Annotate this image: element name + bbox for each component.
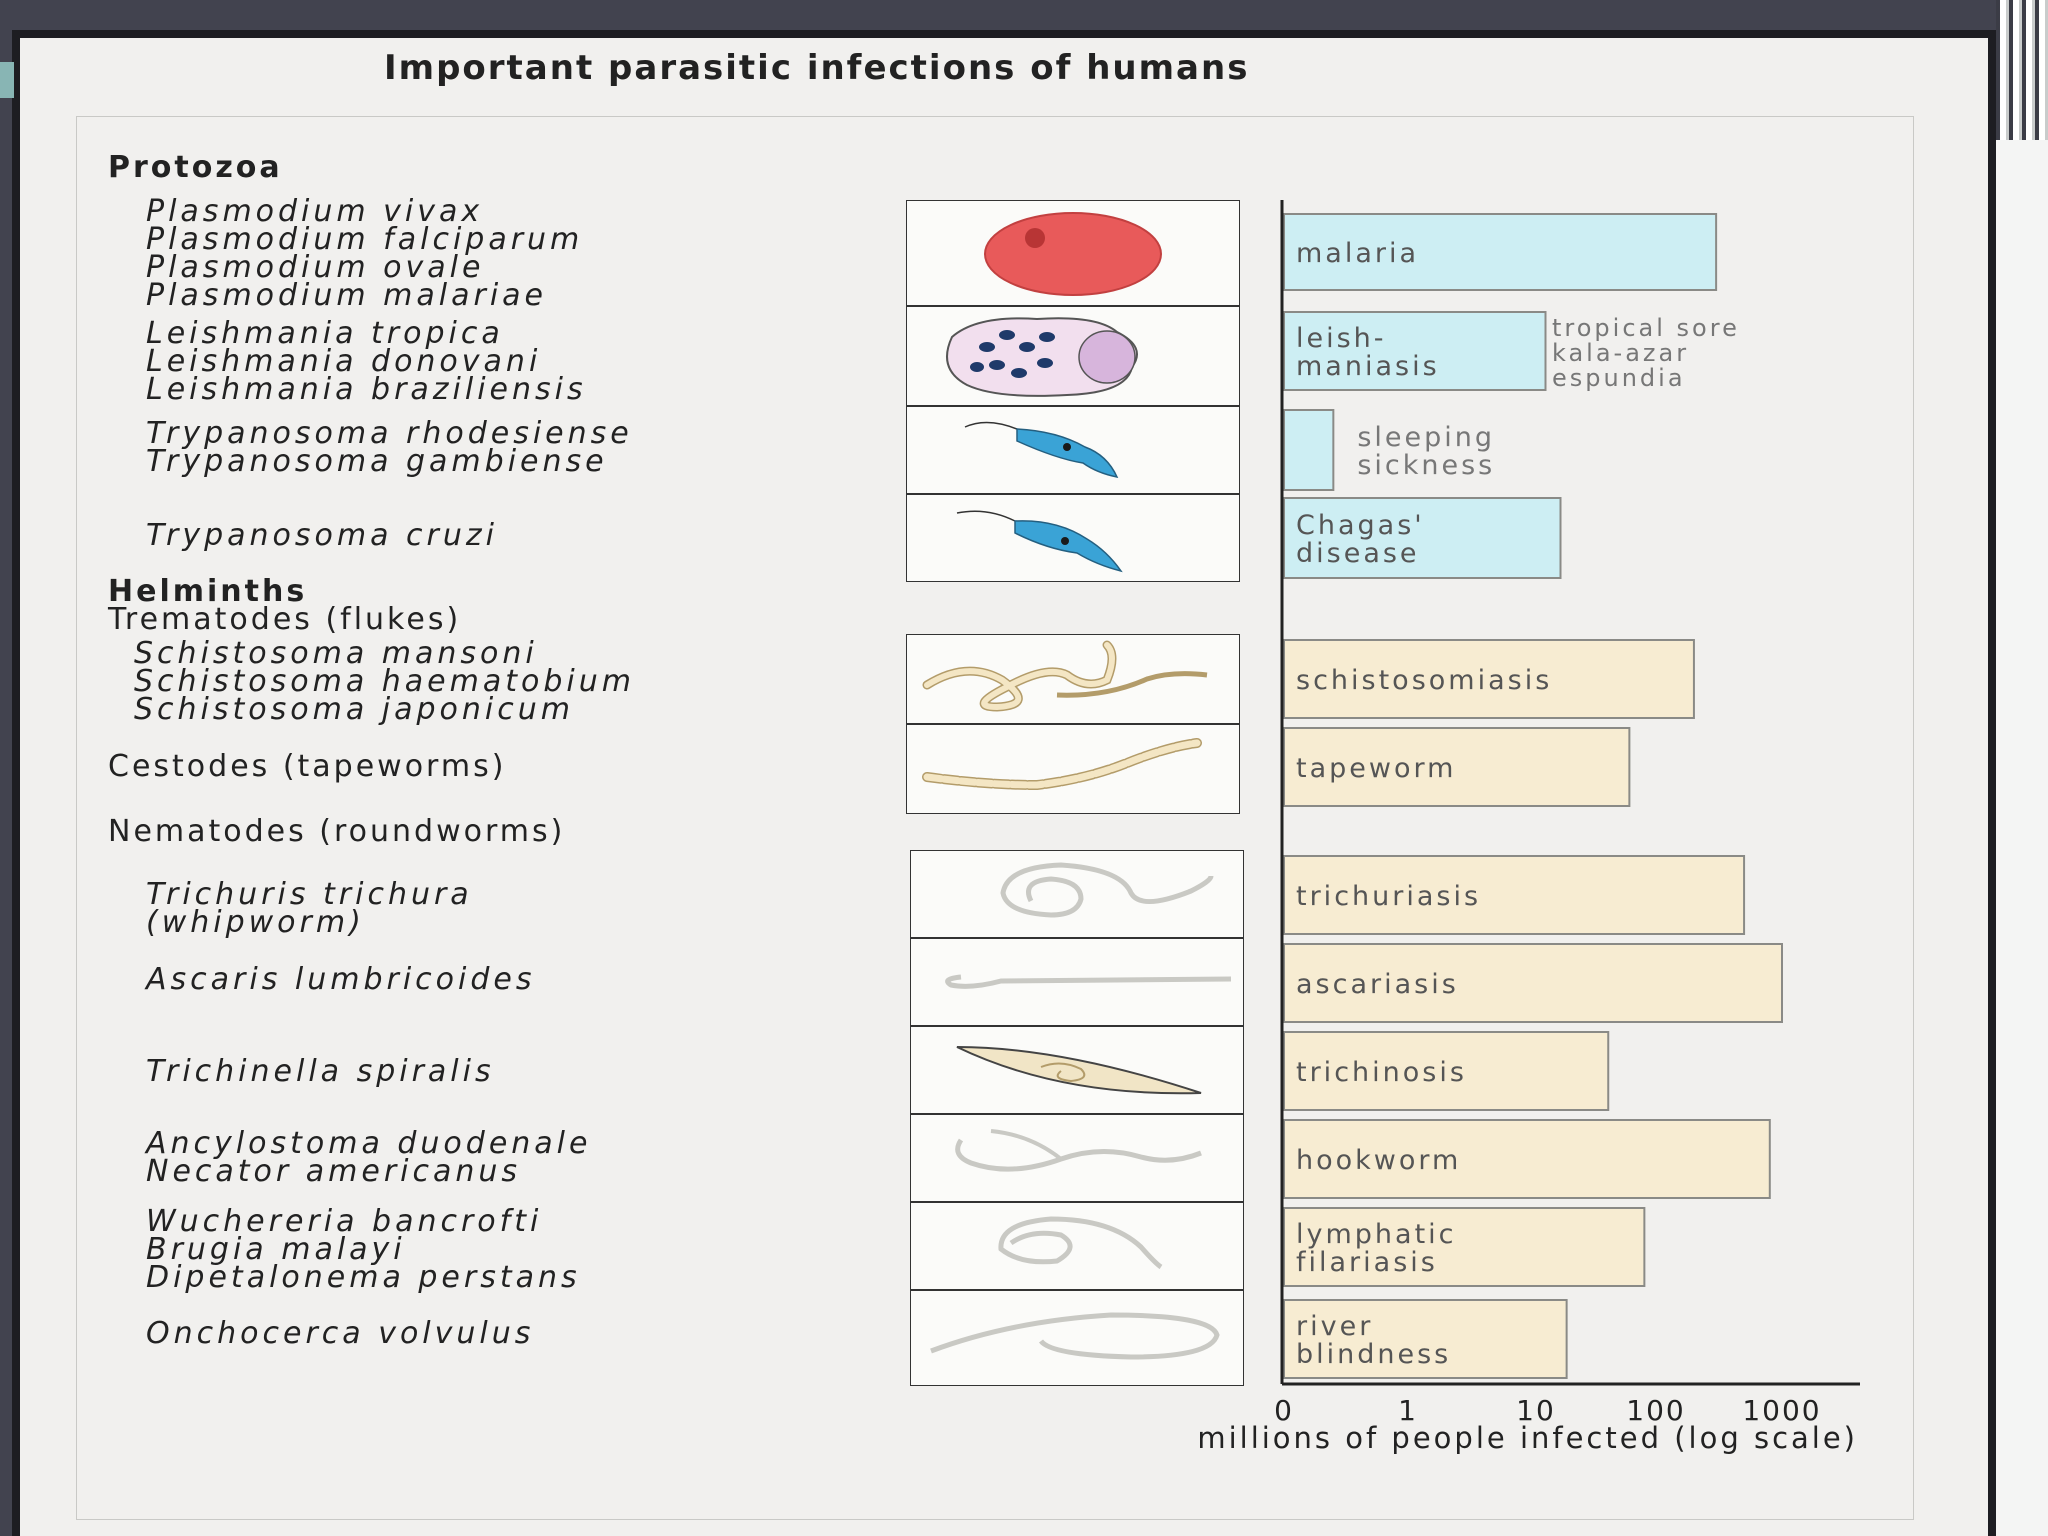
species-ascaris-lumbricoides: Ascaris lumbricoides — [146, 962, 536, 997]
group-trematodes: Trematodes (flukes) — [108, 602, 462, 637]
bar-label: trichuriasis — [1296, 881, 1481, 912]
bar-chagas-disease — [1283, 497, 1562, 579]
species-whipworm: (whipworm) — [146, 905, 365, 940]
species-trichuris-trichura: Trichuris trichura — [146, 877, 473, 912]
right-edge-stripes — [1996, 0, 2048, 140]
bar-label: disease — [1296, 538, 1420, 569]
species-leishmania-braziliensis: Leishmania braziliensis — [146, 372, 587, 407]
bar-label: river — [1296, 1311, 1373, 1342]
illustration-red-blood-cell — [906, 200, 1240, 306]
species-necator-americanus: Necator americanus — [146, 1154, 522, 1189]
bar-sleeping-sickness — [1283, 409, 1335, 491]
bar-label: tapeworm — [1296, 753, 1456, 784]
illustration-filaria — [910, 1202, 1244, 1290]
species-trypanosoma-gambiense: Trypanosoma gambiense — [146, 444, 608, 479]
side-note-disease: tropical sore — [1552, 314, 1740, 342]
bar-label: maniasis — [1296, 351, 1440, 382]
right-edge-panel — [1996, 0, 2048, 1536]
species-trypanosoma-rhodesiense: Trypanosoma rhodesiense — [146, 416, 633, 451]
bar-leish-maniasis — [1283, 311, 1547, 391]
bar-label: Chagas' — [1296, 510, 1425, 541]
side-note-disease: espundia — [1552, 364, 1686, 392]
bar-label: schistosomiasis — [1296, 665, 1552, 696]
species-trypanosoma-cruzi: Trypanosoma cruzi — [146, 518, 498, 553]
species-trichinella-spiralis: Trichinella spiralis — [146, 1054, 495, 1089]
bar-label: blindness — [1296, 1339, 1451, 1370]
bar-ascariasis — [1283, 943, 1783, 1023]
hookworm-icon — [955, 1129, 1202, 1172]
illustration-hookworm — [910, 1114, 1244, 1202]
onchocerca-worm-icon — [930, 1312, 1220, 1360]
figure-frame — [76, 116, 1914, 1520]
illustration-whipworm — [910, 850, 1244, 938]
trypanosome-icon — [964, 421, 1119, 479]
macrophage-icon — [946, 317, 1138, 397]
trypanosome-cruzi-icon — [956, 510, 1123, 573]
bar-trichuriasis — [1283, 855, 1746, 935]
species-plasmodium-ovale: Plasmodium ovale — [146, 250, 485, 285]
species-onchocerca-volvulus: Onchocerca volvulus — [146, 1316, 535, 1351]
illustration-trypanosoma-african — [906, 406, 1240, 494]
bar-tapeworm — [1283, 727, 1631, 807]
species-dipetalonema-perstans: Dipetalonema perstans — [146, 1260, 581, 1295]
red-blood-cell-icon — [984, 212, 1162, 296]
tapeworm-icon — [922, 738, 1202, 791]
species-schistosoma-mansoni: Schistosoma mansoni — [134, 636, 538, 671]
group-helminths: Helminths — [108, 574, 308, 609]
side-note-disease: kala-azar — [1552, 339, 1689, 367]
x-tick-label: 10 — [1516, 1394, 1556, 1427]
species-plasmodium-malariae: Plasmodium malariae — [146, 278, 548, 313]
x-tick-label: 0 — [1274, 1394, 1294, 1427]
illustration-onchocerca — [910, 1290, 1244, 1386]
bar-trichinosis — [1283, 1031, 1610, 1111]
bar-label: trichinosis — [1296, 1057, 1467, 1088]
bar-hookworm — [1283, 1119, 1771, 1199]
fluke-worm-icon — [922, 640, 1208, 712]
species-plasmodium-vivax: Plasmodium vivax — [146, 194, 484, 229]
illustration-tapeworm — [906, 724, 1240, 814]
x-tick-label: 1 — [1398, 1394, 1418, 1427]
bar-lymphatic-filariasis — [1283, 1207, 1646, 1287]
whipworm-icon — [1000, 862, 1214, 918]
x-tick-label: 1000 — [1742, 1394, 1821, 1427]
bar-label: malaria — [1296, 238, 1419, 269]
illustration-trypanosoma-cruzi — [906, 494, 1240, 582]
bar-river-blindness — [1283, 1299, 1568, 1379]
species-leishmania-donovani: Leishmania donovani — [146, 344, 542, 379]
group-protozoa: Protozoa — [108, 150, 283, 185]
bar-label: sickness — [1357, 450, 1495, 481]
species-schistosoma-japonicum: Schistosoma japonicum — [134, 692, 574, 727]
roundworm-icon — [945, 974, 1232, 989]
group-nematodes: Nematodes (roundworms) — [108, 814, 566, 849]
bar-label: filariasis — [1296, 1247, 1438, 1278]
trichinella-cyst-icon — [956, 1046, 1202, 1095]
bar-schistosomiasis — [1283, 639, 1695, 719]
x-axis-label: millions of people infected (log scale) — [1197, 1421, 1858, 1455]
species-wuchereria-bancrofti: Wuchereria bancrofti — [146, 1204, 543, 1239]
group-cestodes: Cestodes (tapeworms) — [108, 749, 507, 784]
species-plasmodium-falciparum: Plasmodium falciparum — [146, 222, 584, 257]
bar-label: leish- — [1296, 323, 1387, 354]
species-schistosoma-haematobium: Schistosoma haematobium — [134, 664, 635, 699]
bar-malaria — [1283, 213, 1718, 291]
filarial-worm-icon — [998, 1216, 1163, 1270]
bar-label: hookworm — [1296, 1145, 1461, 1176]
species-leishmania-tropica: Leishmania tropica — [146, 316, 504, 351]
left-accent-tab — [0, 62, 14, 98]
figure-title: Important parasitic infections of humans — [384, 48, 1250, 88]
illustration-ascaris — [910, 938, 1244, 1026]
illustration-schistosoma — [906, 634, 1240, 724]
bar-label: lymphatic — [1296, 1219, 1457, 1250]
bar-label: sleeping — [1357, 422, 1495, 453]
species-ancylostoma-duodenale: Ancylostoma duodenale — [146, 1126, 592, 1161]
bar-label: ascariasis — [1296, 969, 1459, 1000]
illustration-trichinella — [910, 1026, 1244, 1114]
species-brugia-malayi: Brugia malayi — [146, 1232, 406, 1267]
x-tick-label: 100 — [1626, 1394, 1685, 1427]
illustration-macrophage — [906, 306, 1240, 406]
